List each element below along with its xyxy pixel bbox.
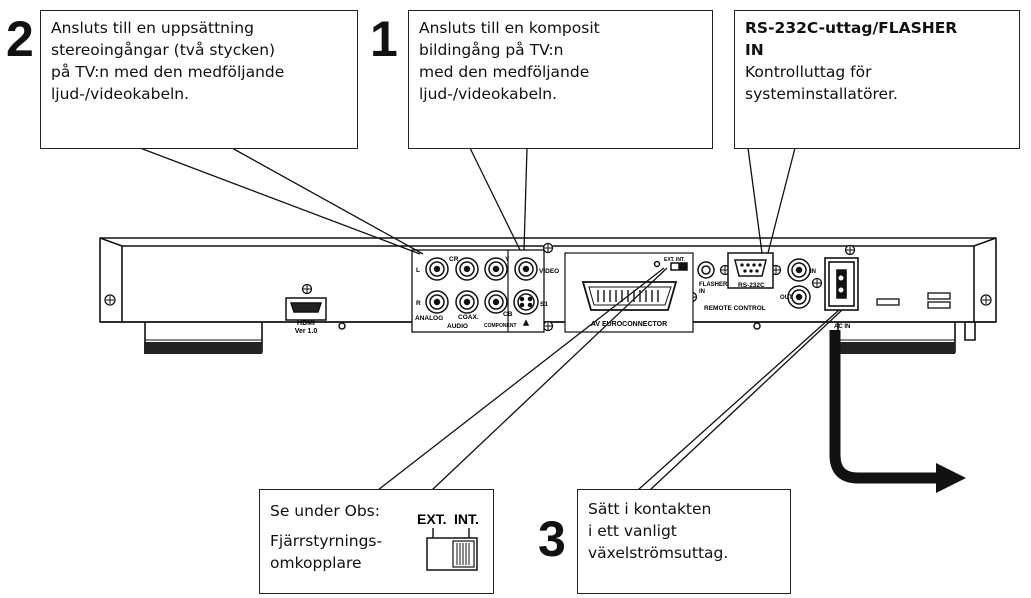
switch-int-label: INT. [454, 511, 479, 527]
callout-2-line-1: Ansluts till en uppsättning [51, 19, 254, 37]
callout-2-line-2: stereoingångar (två stycken) [51, 41, 276, 59]
callout-3-line-3: växelströmsuttag. [588, 544, 729, 562]
step-number-1: 1 [370, 11, 398, 67]
label-video: VIDEO [539, 268, 559, 275]
label-flasher-2: IN [699, 289, 705, 295]
callout-rs-line-1: Kontrolluttag för [745, 63, 872, 81]
callout-1-line-3: med den medföljande [419, 63, 590, 81]
callout-ac-power: Sätt i kontakten i ett vanligt växelströ… [577, 489, 791, 594]
remote-switch-illustration: EXT. INT. [417, 510, 489, 580]
label-s1: S1 [540, 301, 548, 308]
label-l: L [416, 267, 420, 274]
label-coax: COAX. [458, 314, 479, 321]
callout-1-line-4: ljud-/videokabeln. [419, 85, 558, 103]
callout-stereo-audio: Ansluts till en uppsättning stereoingång… [40, 10, 358, 149]
callout-obs-line-3: omkopplare [270, 554, 362, 572]
label-in: IN [810, 269, 816, 275]
remote-control-block [697, 252, 811, 330]
hdmi-label-2: Ver 1.0 [295, 328, 318, 335]
label-av-connector: AV EUROCONNECTOR [591, 321, 667, 328]
step-number-3: 3 [538, 511, 566, 567]
step-number-2: 2 [6, 11, 34, 67]
callout-rs-title-2: IN [745, 41, 764, 59]
label-out: OUT [780, 295, 793, 301]
label-remote-control: REMOTE CONTROL [704, 305, 766, 312]
callout-rs232c: RS-232C-uttag/FLASHER IN Kontrolluttag f… [734, 10, 1020, 149]
hdmi-port [285, 297, 346, 330]
callout-rs-line-2: systeminstallatörer. [745, 85, 898, 103]
callout-obs-line-2: Fjärrstyrnings- [270, 532, 383, 550]
label-r: R [416, 300, 421, 307]
label-ac-in: AC IN [834, 324, 850, 330]
label-audio: AUDIO [447, 323, 468, 330]
switch-icon: EXT. INT. [417, 511, 479, 571]
callout-2-line-4: ljud-/videokabeln. [51, 85, 190, 103]
leader-lines [139, 147, 843, 491]
callout-2-line-3: på TV:n med den medföljande [51, 63, 285, 81]
label-ext-int: EXT. INT. [664, 257, 685, 263]
label-cb: CB [503, 311, 513, 318]
label-rs232c: RS-232C [738, 282, 765, 289]
euroconnector [564, 252, 694, 333]
callout-obs-line-1: Se under Obs: [270, 502, 380, 520]
switch-ext-label: EXT. [417, 511, 447, 527]
power-cord-arrow [829, 330, 966, 493]
callout-1-line-2: bildingång på TV:n [419, 41, 564, 59]
vents [876, 292, 951, 309]
callout-composite-video: Ansluts till en komposit bildingång på T… [408, 10, 713, 149]
label-analog: ANALOG [415, 315, 443, 322]
label-cr: CR [449, 256, 459, 263]
hdmi-label-1: HDMI [297, 320, 315, 327]
label-component: COMPONENT [484, 323, 517, 329]
callout-rs-title-1: RS-232C-uttag/FLASHER [745, 19, 958, 37]
callout-1-line-1: Ansluts till en komposit [419, 19, 600, 37]
label-y: Y [505, 256, 510, 263]
callout-remote-switch: Se under Obs: Fjärrstyrnings- omkopplare… [259, 489, 494, 594]
label-flasher-1: FLASHER [699, 282, 728, 288]
callout-3-line-2: i ett vanligt [588, 522, 677, 540]
ac-inlet [824, 257, 859, 311]
chassis [99, 237, 997, 354]
callout-3-line-1: Sätt i kontakten [588, 500, 712, 518]
audio-video-block [411, 249, 545, 333]
